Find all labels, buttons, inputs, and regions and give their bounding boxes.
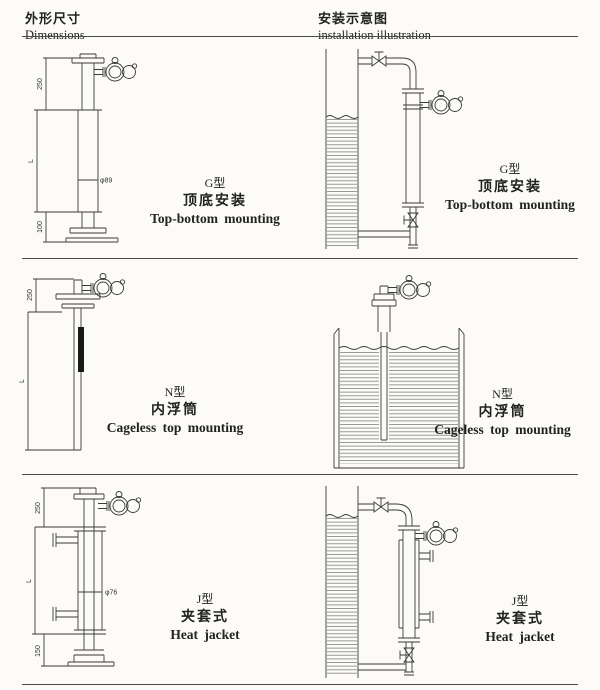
nozzle-and-tube: [371, 285, 397, 441]
g-type-label-right: G型 顶底安装 Top-bottom mounting: [430, 162, 590, 213]
g-type-dimension-drawing: 250 L 100 φ89: [28, 53, 138, 243]
header-divider: [22, 36, 578, 37]
svg-text:L: L: [26, 579, 33, 583]
type-label: N型: [164, 385, 186, 399]
name-en: Cageless top mounting: [106, 419, 244, 435]
svg-text:250: 250: [37, 78, 44, 90]
dim-L: L: [19, 311, 74, 451]
row2-divider: [22, 474, 578, 475]
transmitter-icon: [414, 521, 459, 546]
tank: [325, 486, 359, 678]
name-cn: 夹套式: [181, 608, 229, 624]
name-en: Cageless top mounting: [434, 421, 571, 437]
svg-text:250: 250: [27, 289, 34, 301]
name-cn: 内浮筒: [478, 403, 527, 419]
dim-diameter: φ89: [78, 178, 112, 185]
transmitter-icon: [81, 273, 126, 298]
liquid-surface: [325, 514, 359, 518]
installation-column-header: 安装示意图 installation illustration: [318, 8, 431, 43]
name-cn: 顶底安装: [183, 192, 247, 208]
svg-text:150: 150: [35, 645, 42, 657]
transmitter-icon: [93, 57, 138, 82]
side-nozzles: [52, 533, 78, 621]
g-type-label-left: G型 顶底安装 Top-bottom mounting: [140, 176, 290, 227]
n-type-installation-drawing: [333, 275, 465, 469]
g-type-installation-drawing: [325, 49, 464, 249]
installation-header-en: installation illustration: [318, 28, 431, 42]
tube-mask: [379, 350, 389, 442]
dimensions-header-cn: 外形尺寸: [25, 11, 82, 26]
gauge-body: [67, 487, 115, 667]
svg-text:250: 250: [35, 502, 42, 514]
n-type-label-left: N型 内浮筒 Cageless top mounting: [95, 385, 255, 436]
bottom-piping: [358, 663, 406, 671]
type-label: G型: [204, 176, 226, 190]
svg-text:φ89: φ89: [100, 178, 112, 185]
jacket-connections: [419, 550, 434, 623]
svg-text:L: L: [19, 379, 26, 383]
dim-150: 150: [35, 633, 68, 667]
dim-L: L: [26, 526, 78, 635]
dim-250: 250: [35, 487, 80, 528]
top-valve-icon: [371, 51, 387, 67]
svg-text:L: L: [28, 159, 35, 163]
jacketed-chamber: [398, 525, 420, 676]
dim-250: 250: [37, 57, 72, 111]
type-label: G型: [499, 162, 521, 176]
j-type-installation-drawing: [325, 486, 459, 678]
transmitter-icon: [419, 90, 464, 115]
row1-divider: [22, 258, 578, 259]
gauge-chamber: [402, 88, 424, 249]
dimensions-header-en: Dimensions: [25, 28, 85, 42]
name-en: Heat jacket: [485, 628, 555, 644]
liquid-surface: [325, 115, 359, 119]
svg-text:φ76: φ76: [105, 590, 117, 597]
name-cn: 内浮筒: [151, 401, 199, 417]
liquid-surface: [338, 346, 460, 350]
name-en: Heat jacket: [170, 626, 240, 642]
j-type-label-right: J型 夹套式 Heat jacket: [445, 594, 595, 645]
dim-100: 100: [37, 211, 66, 243]
j-type-dimension-drawing: 250 L 150 φ76: [26, 487, 142, 667]
tank-walls: [333, 327, 465, 469]
bottom-divider: [22, 684, 578, 685]
name-cn: 顶底安装: [478, 178, 542, 194]
bottom-piping: [358, 230, 410, 238]
gauge-body: [65, 53, 119, 243]
n-type-label-right: N型 内浮筒 Cageless top mounting: [415, 387, 590, 438]
type-label: N型: [492, 387, 513, 401]
top-valve-icon: [373, 497, 389, 513]
tank: [333, 327, 465, 469]
type-label: J型: [196, 592, 214, 606]
tank: [325, 49, 359, 249]
installation-header-cn: 安装示意图: [318, 11, 389, 26]
name-en: Top-bottom mounting: [445, 196, 575, 212]
name-en: Top-bottom mounting: [150, 210, 280, 226]
dim-250: 250: [27, 278, 74, 313]
dim-diameter: φ76: [78, 590, 117, 597]
top-piping: [358, 503, 413, 526]
top-piping: [358, 57, 417, 89]
svg-text:100: 100: [37, 221, 44, 233]
type-label: J型: [511, 594, 529, 608]
name-cn: 夹套式: [496, 610, 544, 626]
j-type-label-left: J型 夹套式 Heat jacket: [130, 592, 280, 643]
dim-L: L: [28, 109, 82, 213]
n-type-dimension-drawing: 250 L: [19, 273, 126, 451]
displacer: [78, 327, 84, 372]
dimensions-column-header: 外形尺寸 Dimensions: [25, 8, 85, 43]
